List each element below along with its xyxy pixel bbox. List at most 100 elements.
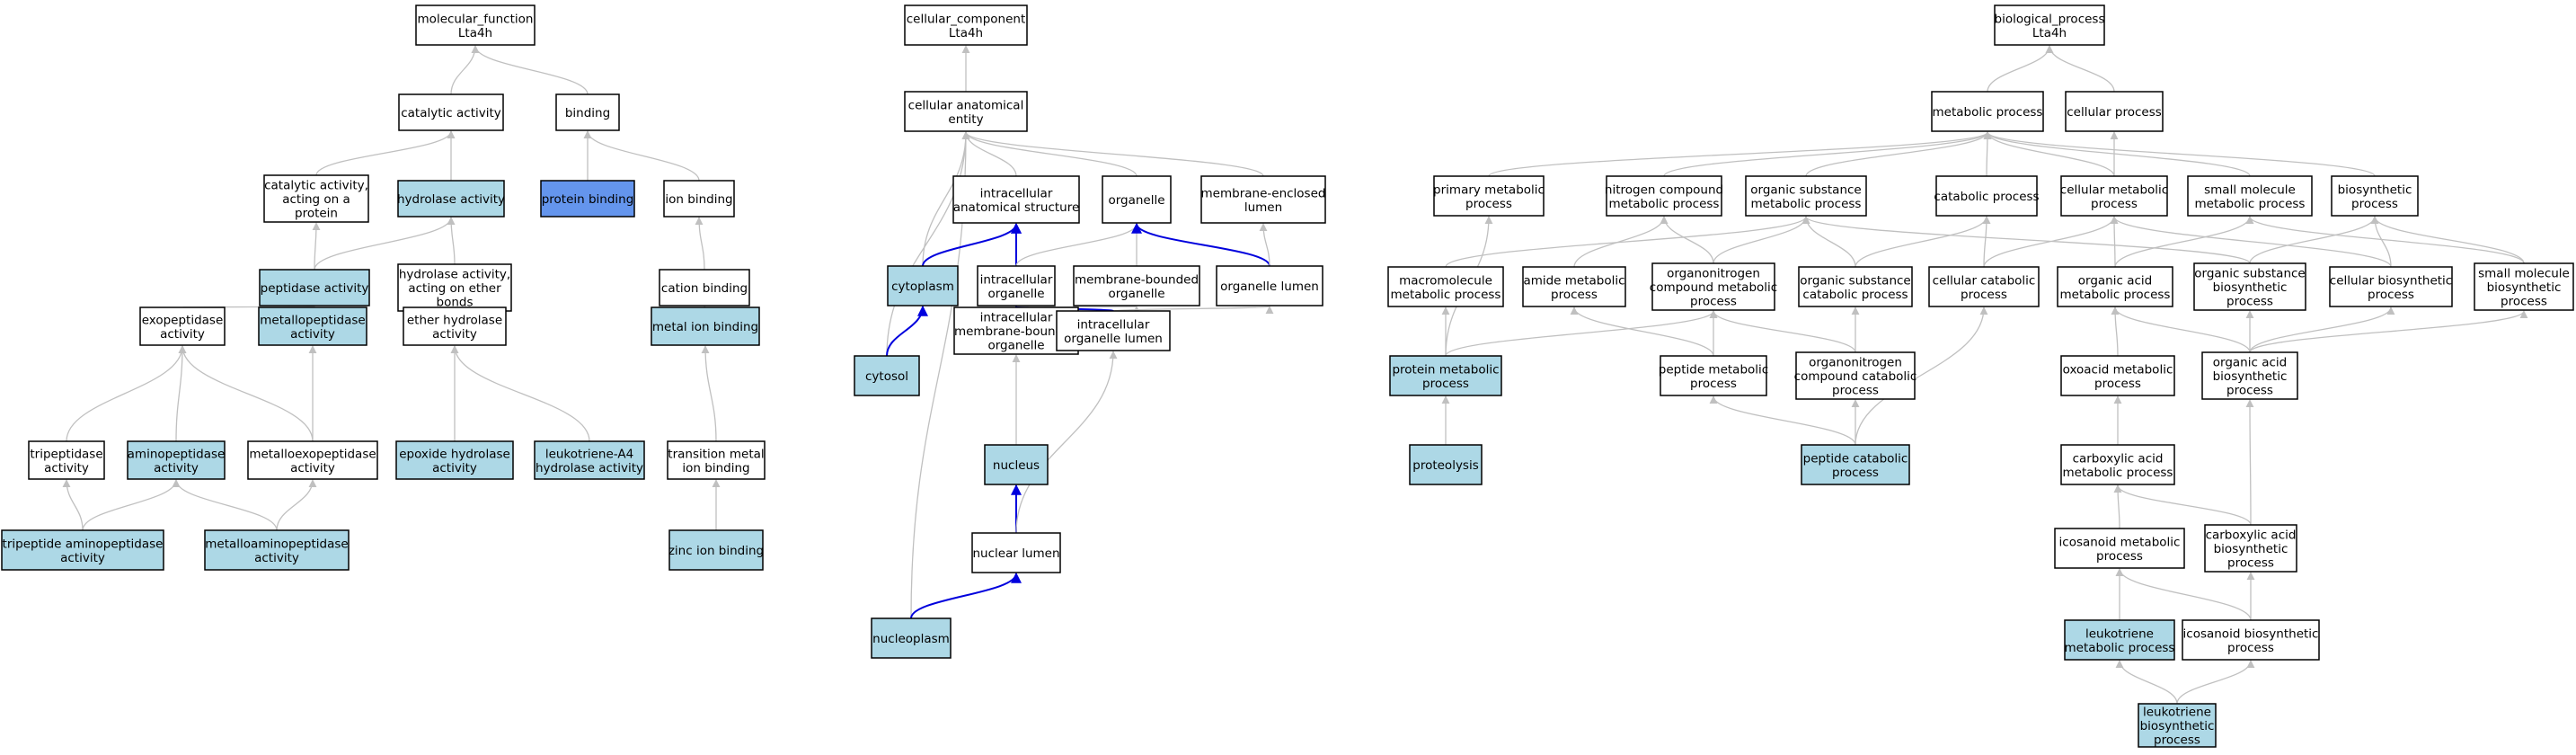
node-catalytic[interactable]: catalytic activity (398, 93, 504, 131)
node-label-line: leukotriene (2143, 706, 2211, 720)
edge-tripeptidase-to-exopeptidase (66, 345, 187, 442)
node-cytosol[interactable]: cytosol (854, 355, 920, 396)
edge-small_mol_bio-to-small_mol_met (2245, 216, 2525, 264)
edge-carbox_bio-to-carbox_met (2113, 484, 2252, 526)
node-box (977, 265, 1056, 306)
node-label-line: biosynthetic (2338, 182, 2412, 197)
node-ion_binding[interactable]: ion binding (663, 180, 735, 218)
node-metal_ion_binding[interactable]: metal ion binding (651, 306, 760, 346)
node-metabolic[interactable]: metabolic process (1931, 91, 2044, 132)
node-organelle[interactable]: organelle (1102, 175, 1172, 224)
node-label-line: macromolecule (1399, 273, 1492, 288)
node-peptidase[interactable]: peptidase activity (259, 269, 370, 306)
node-label-line: tripeptidase (30, 447, 102, 461)
node-proteolysis[interactable]: proteolysis (1409, 444, 1483, 485)
edge-lta4_hydrolase-to-ether_hydrolase (450, 345, 590, 442)
node-box (139, 306, 226, 346)
edge-small_mol_met-to-metabolic (1983, 131, 2251, 177)
node-label-line: catabolic process (1802, 288, 1908, 302)
node-label-line: protein metabolic (1392, 362, 1499, 377)
node-label-line: organelle (987, 287, 1044, 301)
edge-cytosol-to-cytoplasm (886, 305, 928, 357)
node-organelle_lumen[interactable]: organelle lumen (1216, 265, 1323, 306)
node-label-line: small molecule (2478, 267, 2570, 281)
node-protein_binding[interactable]: protein binding (540, 180, 635, 218)
edge-org_acid_bio-to-small_mol_bio (2249, 310, 2528, 353)
node-label-line: metabolic process (2063, 466, 2173, 480)
node-label-line: binding (565, 106, 610, 120)
node-nuclear_lumen[interactable]: nuclear lumen (971, 532, 1061, 573)
node-cytoplasm[interactable]: cytoplasm (887, 265, 959, 306)
node-label-line: process (2226, 384, 2273, 398)
node-cellular_proc[interactable]: cellular process (2065, 91, 2164, 132)
node-box (1216, 265, 1323, 306)
node-label-line: activity (432, 327, 477, 342)
node-hydrolase[interactable]: hydrolase activity (397, 180, 505, 218)
node-nucleoplasm[interactable]: nucleoplasm (871, 617, 952, 659)
edge-metalloamino-to-aminopeptidase (172, 479, 278, 531)
node-label-line: process (1690, 295, 1737, 309)
edge-peptidase-to-cat_protein (312, 222, 321, 271)
node-label-line: biosynthetic (2487, 280, 2562, 295)
node-label-line: peptide catabolic (1803, 451, 1908, 466)
node-box (534, 440, 645, 480)
node-zinc_ion_binding[interactable]: zinc ion binding (668, 529, 764, 571)
node-catabolic[interactable]: catabolic process (1934, 175, 2040, 217)
node-label-line: proteolysis (1412, 458, 1479, 473)
node-label-line: leukotriene-A4 (545, 447, 633, 461)
edge-primary_met-to-metabolic (1488, 131, 1992, 177)
node-cation_binding[interactable]: cation binding (659, 269, 750, 306)
node-binding[interactable]: binding (555, 93, 620, 131)
node-nucleus[interactable]: nucleus (984, 444, 1049, 485)
